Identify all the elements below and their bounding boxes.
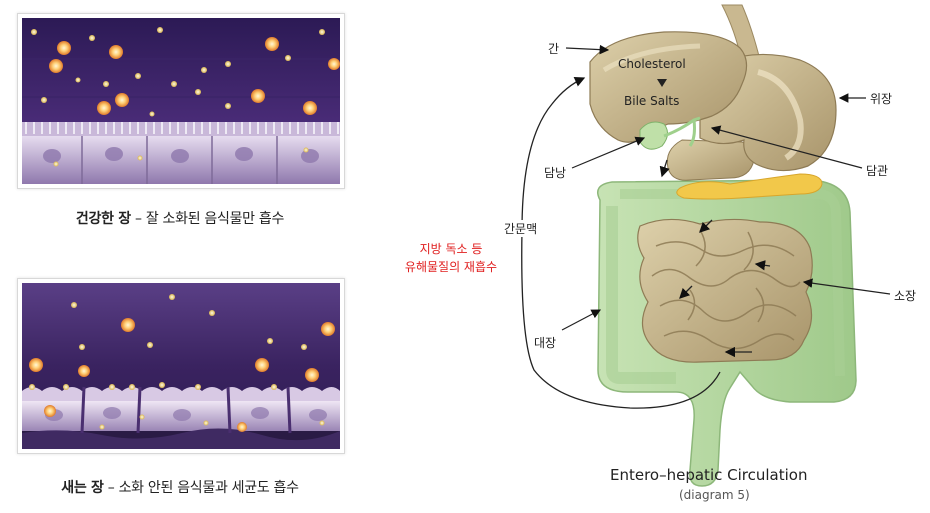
conversion-arrow-icon (657, 79, 667, 87)
leaky-gut-illustration (22, 283, 340, 449)
healthy-gut-panel (17, 13, 345, 189)
leaky-gut-caption-text: – 소화 안된 음식물과 세균도 흡수 (103, 480, 299, 496)
large-intestine-label: 대장 (534, 336, 557, 350)
enterohepatic-circulation-diagram (521, 4, 891, 487)
healthy-gut-caption-title: 건강한 장 (75, 211, 131, 227)
liver-label: 간 (548, 42, 560, 56)
portal-return-arrow (521, 76, 721, 409)
large-intestine-pointer (561, 309, 602, 331)
duodenum (666, 139, 755, 181)
diagram-subtitle: (diagram 5) (679, 488, 750, 502)
diagram-title: Entero–hepatic Circulation (610, 466, 808, 484)
toxin-reabsorption-note: 지방 독소 등 유해물질의 재흡수 (392, 240, 510, 276)
liver-pointer (565, 44, 610, 55)
stomach-label: 위장 (870, 92, 893, 106)
bile-duct-pointer (710, 125, 863, 169)
leaky-gut-caption: 새는 장 – 소화 안된 음식물과 세균도 흡수 (17, 477, 343, 497)
portal-vein-label: 간문맥 (502, 220, 540, 237)
gallbladder (639, 121, 668, 150)
leaky-gut-caption-title: 새는 장 (61, 480, 104, 496)
toxin-note-line-1: 지방 독소 등 (419, 242, 483, 256)
small-intestine-label: 소장 (894, 289, 917, 303)
leaky-gut-panel (17, 278, 345, 454)
gallbladder-label: 담낭 (544, 166, 567, 180)
gallbladder-pointer (571, 136, 646, 169)
cholesterol-label: Cholesterol (618, 57, 686, 71)
pancreas (676, 173, 823, 200)
small-intestine (637, 218, 813, 363)
healthy-gut-caption-text: – 잘 소화된 음식물만 흡수 (130, 211, 285, 227)
toxin-note-line-2: 유해물질의 재흡수 (404, 260, 498, 274)
bile-duct-label: 담관 (866, 164, 889, 178)
healthy-gut-illustration (22, 18, 340, 184)
healthy-gut-caption: 건강한 장 – 잘 소화된 음식물만 흡수 (17, 208, 343, 228)
small-intestine-pointer (802, 278, 891, 295)
bile-salts-label: Bile Salts (624, 94, 680, 108)
